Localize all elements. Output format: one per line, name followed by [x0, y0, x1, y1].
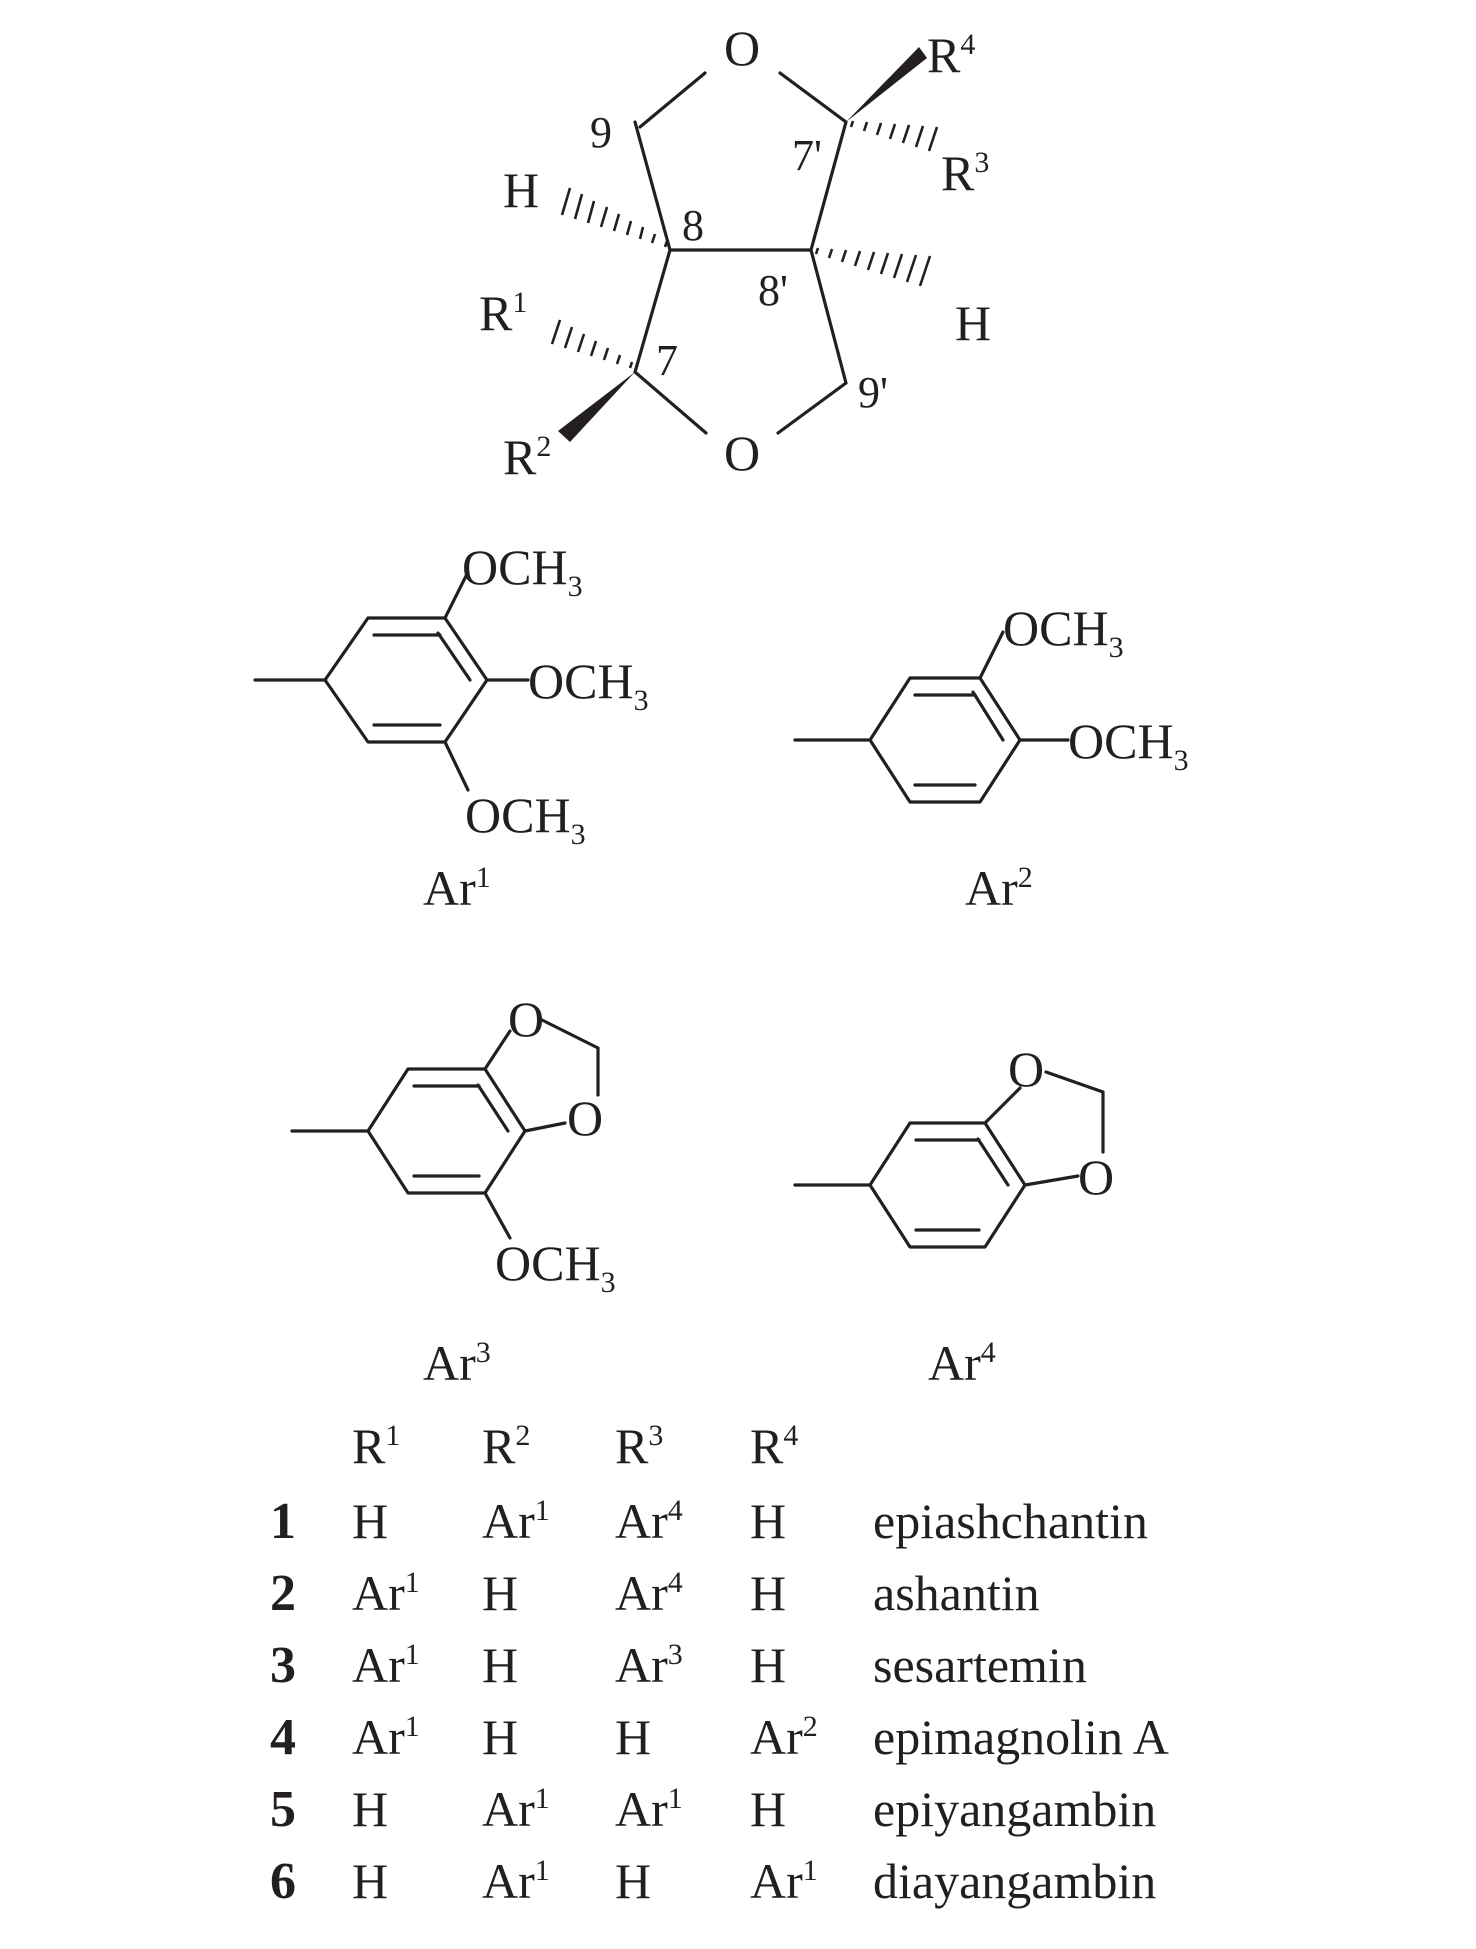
table-header-r3: R3: [615, 1418, 663, 1474]
ar3-caption: Ar3: [423, 1335, 491, 1391]
table-cell-r4: H: [750, 1781, 786, 1837]
compound-number: 3: [270, 1637, 296, 1694]
position-9prime-label: 9': [858, 368, 888, 417]
table-cell-r1: Ar1: [352, 1709, 420, 1765]
ar2-och3-right: OCH3: [1068, 713, 1189, 777]
ar1-caption: Ar1: [423, 860, 491, 916]
table-cell-r3: Ar4: [615, 1493, 683, 1549]
ar3-ring-oxygen-bottom: O: [567, 1090, 603, 1146]
table-header-r1: R1: [352, 1418, 400, 1474]
compound-name: epimagnolin A: [873, 1709, 1169, 1765]
ar2-structure: OCH3 OCH3 Ar2: [793, 600, 1189, 916]
table-cell-r1: H: [352, 1493, 388, 1549]
ar2-caption: Ar2: [965, 860, 1033, 916]
r1-label: R1: [479, 285, 527, 341]
table-cell-r2: H: [482, 1709, 518, 1765]
table-cell-r2: H: [482, 1637, 518, 1693]
wedge-bond-r2: [558, 372, 635, 442]
position-8-label: 8: [682, 201, 704, 250]
ar1-och3-top: OCH3: [462, 539, 583, 603]
table-cell-r2: Ar1: [482, 1493, 550, 1549]
ar4-ring-oxygen-top: O: [1008, 1041, 1044, 1097]
table-header-r2: R2: [482, 1418, 530, 1474]
compound-name: sesartemin: [873, 1637, 1087, 1693]
compound-name: epiyangambin: [873, 1781, 1156, 1837]
table-cell-r3: H: [615, 1853, 651, 1909]
table-cell-r2: Ar1: [482, 1853, 550, 1909]
table-cell-r4: H: [750, 1565, 786, 1621]
ar2-och3-top: OCH3: [1003, 600, 1124, 664]
position-7-label: 7: [656, 336, 678, 385]
table-cell-r2: H: [482, 1565, 518, 1621]
compound-name: ashantin: [873, 1565, 1040, 1621]
table-cell-r2: Ar1: [482, 1781, 550, 1837]
table-cell-r3: H: [615, 1709, 651, 1765]
r4-label: R4: [927, 27, 975, 83]
compound-number: 5: [270, 1781, 296, 1838]
ar3-structure: O O OCH3 Ar3: [290, 991, 616, 1391]
table-cell-r4: Ar2: [750, 1709, 818, 1765]
compound-name: diayangambin: [873, 1853, 1156, 1909]
position-8prime-label: 8': [758, 266, 788, 315]
compound-number: 6: [270, 1853, 296, 1910]
ar4-caption: Ar4: [928, 1335, 996, 1391]
table-cell-r1: H: [352, 1853, 388, 1909]
table-header-r4: R4: [750, 1418, 798, 1474]
position-9-label: 9: [590, 108, 612, 157]
ar3-och3: OCH3: [495, 1235, 616, 1299]
table-cell-r3: Ar1: [615, 1781, 683, 1837]
compound-name: epiashchantin: [873, 1493, 1148, 1549]
position-7prime-label: 7': [792, 131, 822, 180]
r2-label: R2: [503, 429, 551, 485]
table-cell-r4: H: [750, 1493, 786, 1549]
hashed-bonds: [550, 120, 939, 369]
ar3-ring-oxygen-top: O: [508, 991, 544, 1047]
table-cell-r1: Ar1: [352, 1637, 420, 1693]
table-cell-r1: H: [352, 1781, 388, 1837]
table-cell-r3: Ar4: [615, 1565, 683, 1621]
furofuran-core: O O R4 R3 H H R1 R2 9 8 7 7' 8' 9': [479, 20, 991, 485]
wedge-bond-r4: [846, 47, 927, 122]
table-cell-r1: Ar1: [352, 1565, 420, 1621]
r3-label: R3: [941, 145, 989, 201]
oxygen-top-label: O: [724, 20, 760, 76]
ar4-ring-oxygen-bottom: O: [1078, 1149, 1114, 1205]
compound-number: 2: [270, 1565, 296, 1622]
ar1-och3-middle: OCH3: [528, 653, 649, 717]
oxygen-bottom-label: O: [724, 425, 760, 481]
compound-number: 1: [270, 1493, 296, 1550]
table-cell-r3: Ar3: [615, 1637, 683, 1693]
ar1-structure: OCH3 OCH3 OCH3 Ar1: [253, 539, 649, 916]
ar4-structure: O O Ar4: [793, 1041, 1114, 1391]
h-right-label: H: [955, 295, 991, 351]
ar1-och3-bottom: OCH3: [465, 787, 586, 851]
table-cell-r4: Ar1: [750, 1853, 818, 1909]
core-bonds: [633, 71, 848, 435]
compound-number: 4: [270, 1709, 296, 1766]
h-left-label: H: [503, 162, 539, 218]
table-cell-r4: H: [750, 1637, 786, 1693]
